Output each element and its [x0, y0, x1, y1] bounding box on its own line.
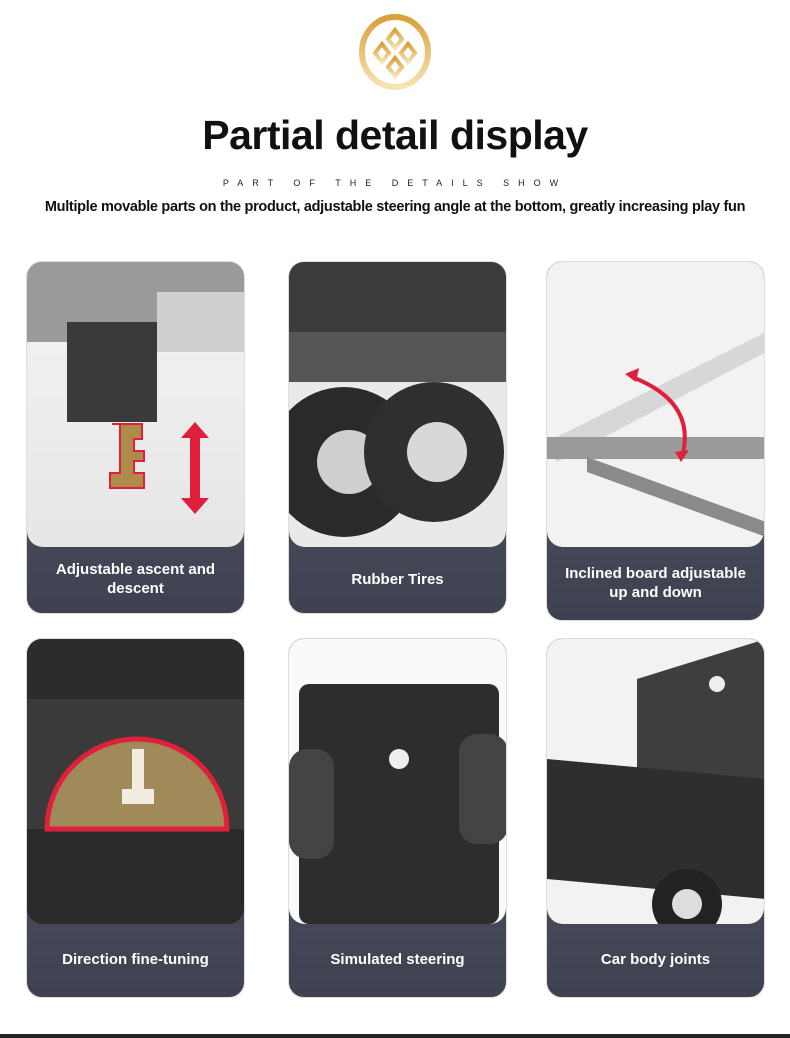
- feature-image: [27, 262, 244, 547]
- feature-card-ascent: Adjustable ascent and descent: [26, 261, 245, 614]
- feature-caption: Adjustable ascent and descent: [55, 561, 216, 597]
- page-description: Multiple movable parts on the product, a…: [44, 199, 746, 215]
- feature-card-body-joints: Car body joints: [546, 638, 765, 998]
- feature-card-tires: Rubber Tires: [288, 261, 507, 614]
- feature-caption: Inclined board adjustable up and down: [565, 564, 746, 601]
- bottom-divider: [0, 1034, 790, 1038]
- page-subtitle: PART OF THE DETAILS SHOW: [222, 178, 568, 188]
- feature-caption: Rubber Tires: [351, 570, 444, 588]
- feature-image: [547, 262, 764, 547]
- brand-logo-icon: [359, 14, 431, 90]
- feature-card-inclined-board: Inclined board adjustable up and down: [546, 261, 765, 621]
- feature-caption: Car body joints: [600, 951, 711, 968]
- feature-image: [289, 639, 506, 924]
- feature-card-steering: Simulated steering: [288, 638, 507, 998]
- feature-image: [27, 639, 244, 924]
- feature-caption: Direction fine-tuning: [62, 951, 209, 968]
- page-title: Partial detail display: [202, 112, 588, 158]
- feature-image: [547, 639, 764, 924]
- feature-image: [289, 262, 506, 547]
- feature-caption: Simulated steering: [330, 951, 465, 968]
- feature-card-direction: Direction fine-tuning: [26, 638, 245, 998]
